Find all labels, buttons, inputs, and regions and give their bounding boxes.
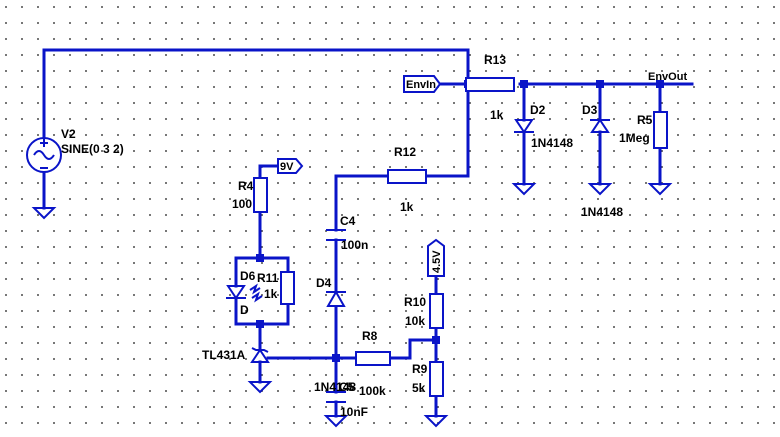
r13-value-label: 1k [490,108,504,122]
r9-ref-label: R9 [412,362,428,376]
c5-ref-label: C5 [339,380,355,394]
v2-value-label: SINE(0 3 2) [61,142,124,156]
junction-ref [332,354,340,362]
r9-resistor[interactable] [429,361,444,397]
ground-symbols [31,183,673,428]
junctions [256,80,664,362]
ground-icon [247,381,273,394]
r5-value-label: 1Meg [619,131,650,145]
vcc9-net-flag[interactable]: 9V [277,158,304,174]
c5-capacitor[interactable] [326,391,346,403]
r10-resistor[interactable] [429,293,444,329]
r9-value-label: 5k [412,381,426,395]
r4-resistor[interactable] [253,177,268,213]
wire-9v-r4 [258,164,280,180]
d6-led[interactable] [226,278,263,304]
r4-value-label: 100 [232,197,252,211]
c4-value-label: 100n [341,238,368,252]
r11-value-label: 1k [264,287,278,301]
d3-diode[interactable] [590,110,610,142]
r12-value-label: 1k [400,200,414,214]
r12-resistor[interactable] [387,169,427,184]
r10-value-label: 10k [405,314,425,328]
c5-value-label: 10nF [340,405,368,419]
wire-r8-divider [388,338,438,360]
ground-icon [511,183,537,196]
tl431-reference[interactable] [250,338,270,368]
ground-icon [323,415,349,428]
ground-icon [423,415,449,428]
r5-ref-label: R5 [637,113,653,127]
d4-ref-label: D4 [316,276,332,290]
junction-divider [432,336,440,344]
r8-value-label: 100k [359,384,386,398]
vref-net-flag[interactable]: 4.5V [427,238,445,277]
junction-tl431 [256,320,264,328]
r5-resistor[interactable] [653,111,668,149]
d2-value-label: 1N4148 [531,136,573,150]
junction-r4 [256,254,264,262]
wire-v2-top [42,48,470,178]
r12-ref-label: R12 [394,145,416,159]
d3-ref-label: D3 [582,103,598,117]
vcc9-net-label: 9V [280,161,294,173]
envout-net-label: EnvOut [648,71,687,83]
envin-net-label: EnvIn [406,79,436,91]
r8-ref-label: R8 [362,329,378,343]
r4-ref-label: R4 [238,179,254,193]
c4-capacitor[interactable] [326,229,346,241]
d6-value-label: D [240,303,249,317]
vref-net-label: 4.5V [431,250,443,273]
d2-ref-label: D2 [530,103,546,117]
r10-ref-label: R10 [404,295,426,309]
r13-resistor[interactable] [465,77,515,92]
junction-r5 [656,80,664,88]
r11-resistor[interactable] [280,271,295,305]
c4-ref-label: C4 [340,214,356,228]
ground-icon [587,183,613,196]
junction-d2 [520,80,528,88]
r13-ref-label: R13 [484,53,506,67]
ground-icon [647,183,673,196]
ground-icon [31,207,57,220]
wire-r12-c4 [334,174,390,232]
r11-ref-label: R11 [257,271,279,285]
d3-value-label: 1N4148 [581,205,623,219]
v2-ref-label: V2 [61,127,76,141]
d4-value-label: 1N4148 [314,380,356,394]
d6-ref-label: D6 [240,269,256,283]
d4-diode[interactable] [326,289,346,307]
r8-resistor[interactable] [355,351,391,366]
envin-net-flag[interactable]: EnvIn [403,75,442,93]
junction-d3 [596,80,604,88]
d2-diode[interactable] [514,102,534,148]
tl431-value-label: TL431A [202,348,246,362]
v2-source[interactable] [26,137,62,173]
